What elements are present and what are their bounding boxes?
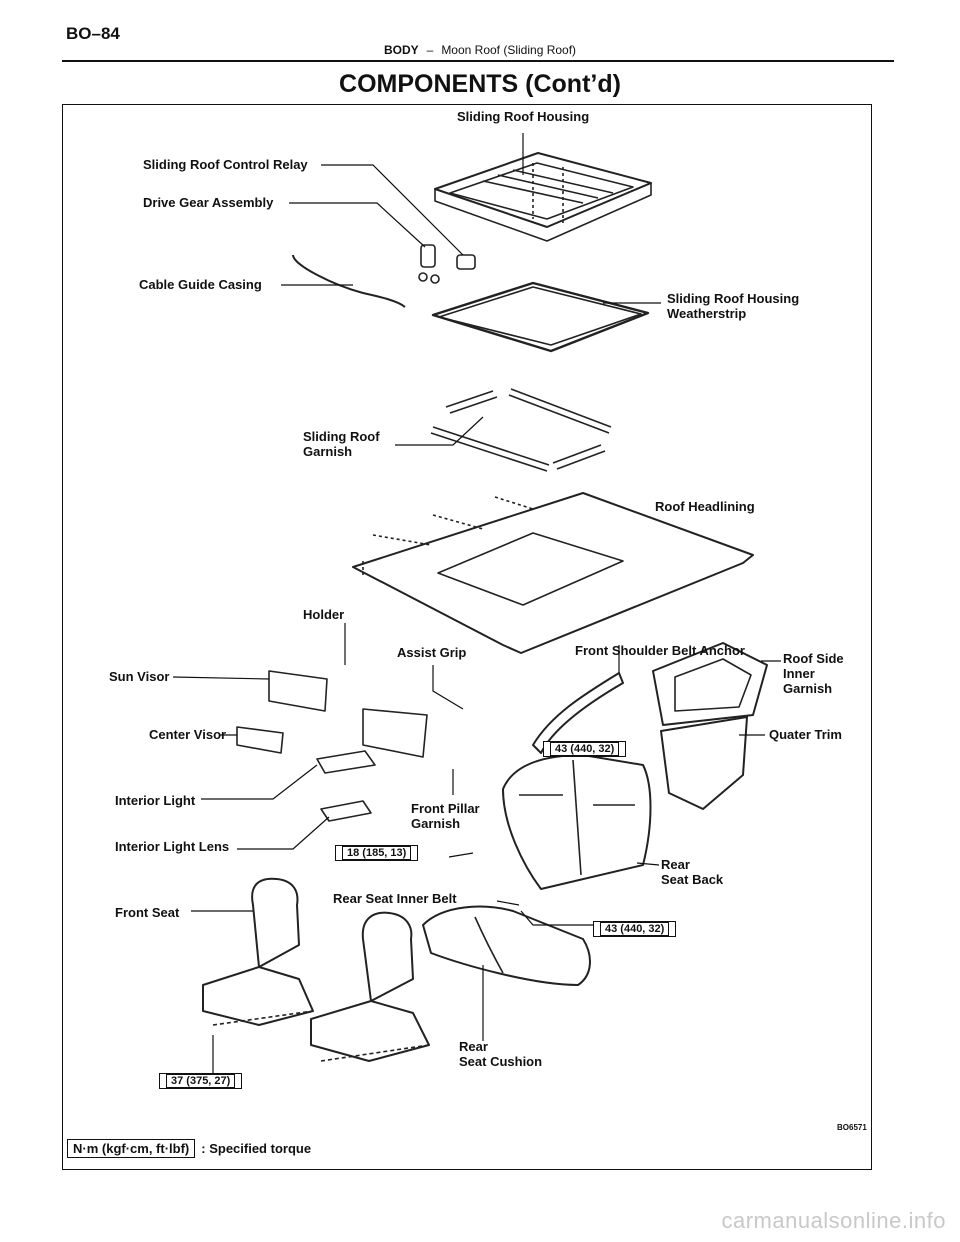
front-seat-drawing bbox=[202, 877, 430, 1062]
label-rear-cushion: Rear Seat Cushion bbox=[459, 1039, 543, 1069]
section-name: BODY bbox=[383, 43, 419, 57]
header-separator: – bbox=[426, 43, 434, 57]
sliding-roof-housing-drawing bbox=[434, 152, 652, 242]
legend-unit-box: N·m (kgf·cm, ft·lbf) bbox=[67, 1139, 196, 1158]
roof-headlining-drawing bbox=[352, 492, 754, 654]
header-rule bbox=[62, 60, 894, 62]
watermark: carmanualsonline.info bbox=[721, 1208, 946, 1233]
roof-side-drawing bbox=[652, 642, 768, 810]
torque-box-pillar: 18 (185, 13) bbox=[335, 845, 419, 861]
label-rear-seat-back: Rear Seat Back bbox=[661, 857, 724, 887]
page-title: COMPONENTS (Cont’d) bbox=[339, 70, 621, 98]
page-number: BO–84 bbox=[66, 24, 120, 43]
label-front-pillar: Front Pillar Garnish bbox=[411, 801, 480, 831]
running-header: BODY–Moon Roof (Sliding Roof) bbox=[0, 43, 960, 57]
label-center-visor: Center Visor bbox=[149, 727, 227, 742]
label-roof-headlining: Roof Headlining bbox=[655, 499, 755, 514]
figure-code: BO6571 bbox=[837, 1123, 867, 1132]
label-housing-weatherstrip: Sliding Roof Housing Weatherstrip bbox=[667, 291, 800, 321]
label-roof-side-garnish: Roof Side Inner Garnish bbox=[783, 651, 844, 696]
roof-garnish-drawing bbox=[430, 388, 612, 472]
label-roof-garnish: Sliding Roof Garnish bbox=[303, 429, 380, 459]
interior-light-drawing bbox=[316, 750, 376, 774]
torque-box-anchor: 43 (440, 32) bbox=[543, 741, 627, 757]
sun-visor-drawing bbox=[236, 670, 428, 758]
front-pillar-drawing bbox=[532, 672, 624, 754]
torque-value: 37 (375, 27) bbox=[166, 1074, 236, 1088]
rear-seat-back-drawing bbox=[502, 754, 652, 890]
torque-box-seat: 37 (375, 27) bbox=[159, 1073, 243, 1089]
exploded-diagram bbox=[172, 133, 781, 1073]
label-cable-guide: Cable Guide Casing bbox=[139, 277, 262, 292]
rear-seat-cushion-drawing bbox=[422, 905, 591, 986]
torque-box-belt: 43 (440, 32) bbox=[593, 921, 677, 937]
label-assist-grip: Assist Grip bbox=[397, 645, 467, 660]
torque-value: 18 (185, 13) bbox=[342, 846, 412, 860]
label-shoulder-anchor: Front Shoulder Belt Anchor bbox=[575, 643, 745, 658]
interior-light-lens-drawing bbox=[320, 800, 372, 822]
components-figure: Sliding Roof Housing Sliding Roof Contro… bbox=[62, 104, 872, 1170]
subsection-name: Moon Roof (Sliding Roof) bbox=[441, 43, 577, 57]
label-holder: Holder bbox=[303, 607, 345, 622]
torque-legend: N·m (kgf·cm, ft·lbf) : Specified torque bbox=[67, 1139, 312, 1158]
weatherstrip-drawing bbox=[431, 281, 650, 353]
drive-gear-drawing bbox=[418, 244, 476, 284]
label-drive-gear: Drive Gear Assembly bbox=[143, 195, 274, 210]
torque-value: 43 (440, 32) bbox=[600, 922, 670, 936]
legend-text: : Specified torque bbox=[201, 1141, 312, 1156]
label-front-seat: Front Seat bbox=[115, 905, 180, 920]
label-rear-inner-belt: Rear Seat Inner Belt bbox=[333, 891, 457, 906]
label-sun-visor: Sun Visor bbox=[109, 669, 170, 684]
label-quater-trim: Quater Trim bbox=[769, 727, 842, 742]
torque-value: 43 (440, 32) bbox=[550, 742, 620, 756]
label-sliding-roof-housing: Sliding Roof Housing bbox=[457, 109, 590, 124]
label-interior-light: Interior Light bbox=[115, 793, 196, 808]
label-interior-light-lens: Interior Light Lens bbox=[115, 839, 230, 854]
label-control-relay: Sliding Roof Control Relay bbox=[143, 157, 308, 172]
cable-guide-drawing bbox=[292, 254, 406, 308]
